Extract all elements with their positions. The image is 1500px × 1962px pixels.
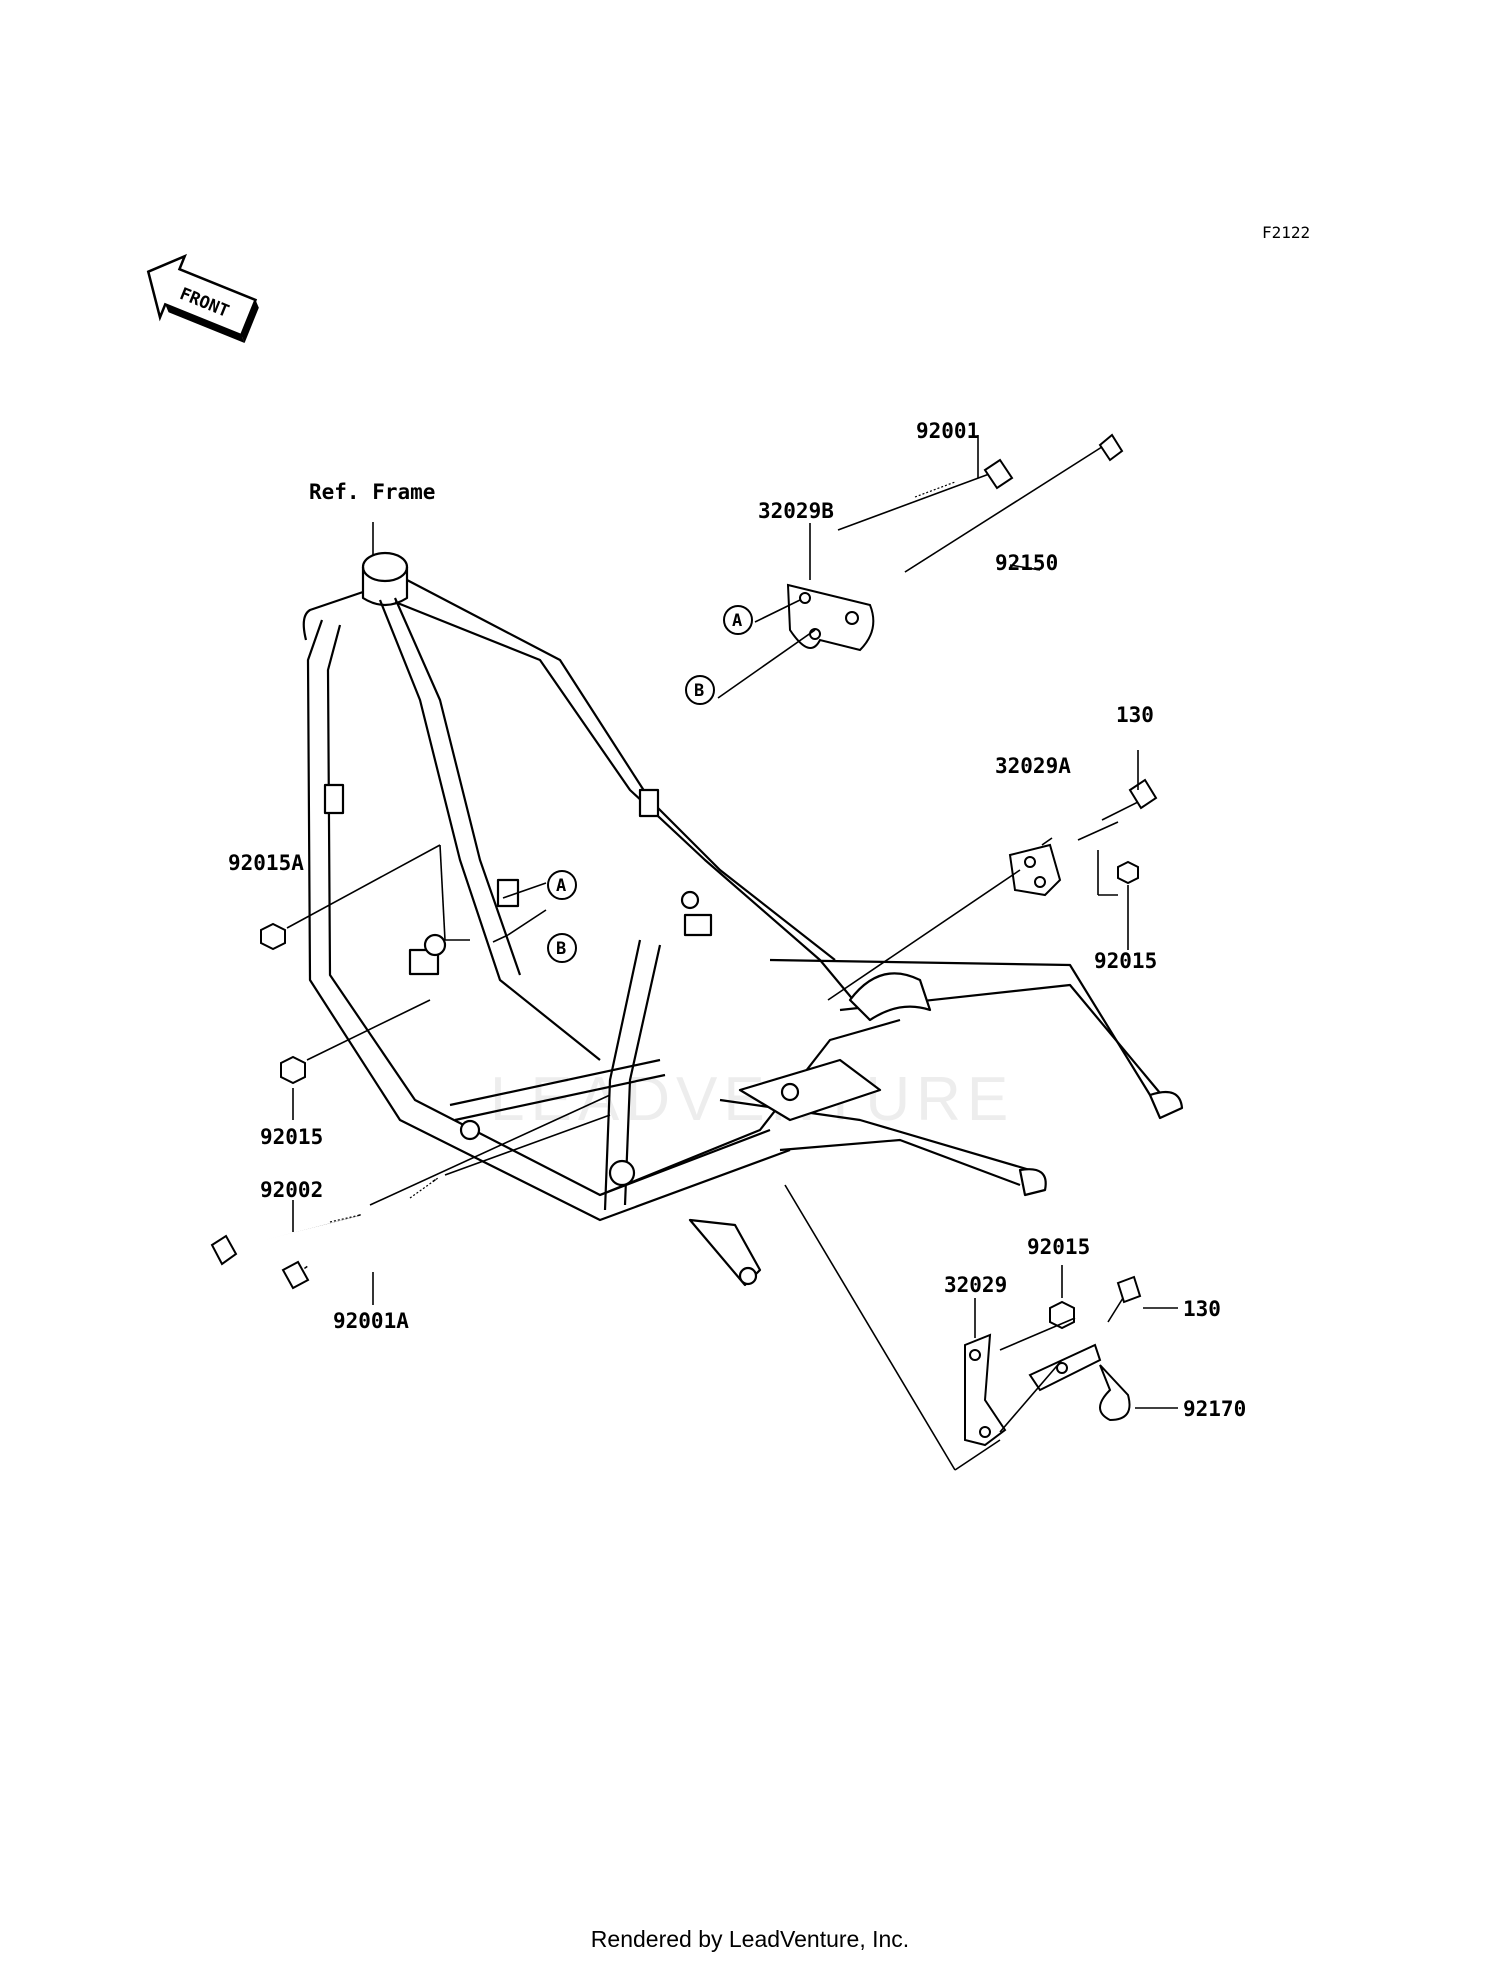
nut-92015A-icon <box>260 922 286 951</box>
bracket-32029-icon <box>964 1333 1102 1447</box>
front-arrow-icon: FRONT <box>146 253 259 343</box>
bolt-130-top-icon <box>1101 778 1158 821</box>
bracket-32029A-icon <box>1008 843 1062 897</box>
label-92015-right: 92015 <box>1094 949 1157 973</box>
bolt-92002-icon <box>210 1210 361 1266</box>
frame-drawing <box>302 551 1184 1287</box>
bolt-130-bottom-icon <box>1107 1275 1142 1323</box>
label-92001A: 92001A <box>333 1309 409 1333</box>
callout-a-frame: A <box>547 870 577 900</box>
callout-b-frame: B <box>547 933 577 963</box>
callout-a-top: A <box>723 605 753 635</box>
label-32029B: 32029B <box>758 499 834 523</box>
nut-92015-left-icon <box>280 1055 306 1085</box>
nut-92015-right-icon <box>1117 860 1139 885</box>
label-92150: 92150 <box>995 551 1058 575</box>
label-92015-left: 92015 <box>260 1125 323 1149</box>
footer-credit: Rendered by LeadVenture, Inc. <box>590 1926 910 1952</box>
label-92001: 92001 <box>916 419 979 443</box>
label-130-top: 130 <box>1116 703 1154 727</box>
svg-text:B: B <box>694 681 704 701</box>
label-32029: 32029 <box>944 1273 1007 1297</box>
label-130-bottom: 130 <box>1183 1297 1221 1321</box>
callout-b-top: B <box>685 675 715 705</box>
label-32029A: 32029A <box>995 754 1071 778</box>
label-92002: 92002 <box>260 1178 323 1202</box>
svg-text:B: B <box>556 939 566 959</box>
svg-text:A: A <box>556 876 566 896</box>
bolt-92001A-icon <box>281 1177 439 1290</box>
bolt-92150-icon <box>904 433 1124 573</box>
bolt-92001-icon <box>837 458 1014 531</box>
label-92015A: 92015A <box>228 851 304 875</box>
label-ref-frame: Ref. Frame <box>309 480 435 504</box>
diagram-code: F2122 <box>1262 223 1310 242</box>
svg-text:A: A <box>732 611 742 631</box>
hook-92170-icon <box>1099 1364 1131 1422</box>
leader-lines <box>286 435 1178 1471</box>
label-92170: 92170 <box>1183 1397 1246 1421</box>
label-92015-bottom: 92015 <box>1027 1235 1090 1259</box>
watermark-text: LEADVENTURE <box>490 1065 1014 1134</box>
